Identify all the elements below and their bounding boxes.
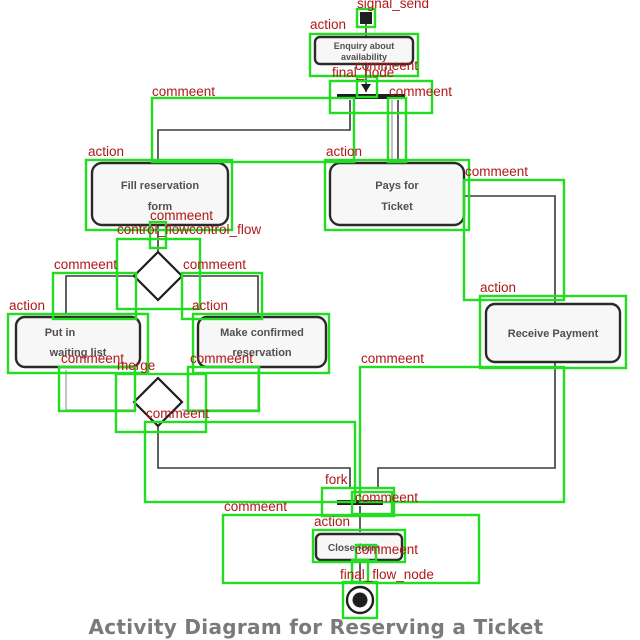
box-merge: [114, 372, 208, 434]
box-action-pays: [323, 158, 471, 232]
merge-diamond: [132, 376, 184, 428]
label-action-receive: action: [480, 280, 516, 295]
node-pays-line2: Ticket: [381, 201, 413, 213]
label-commeent-bar: commeent: [355, 58, 418, 73]
label-commeent-merge-fork: commeent: [146, 406, 209, 421]
node-pays: Pays for Ticket: [328, 161, 466, 227]
action-nodes: Enquiry about availability Fill reservat…: [14, 35, 622, 562]
box-commeent-right-flow: [386, 96, 408, 164]
box-commeent-merge-fork: [143, 420, 357, 504]
label-commeent-confirmed-merge: commeent: [190, 351, 253, 366]
label-final-flow-node: final_flow_node: [340, 567, 434, 582]
edge-merge-to-fork: [157, 418, 351, 488]
label-commeent-receive-fork: commeent: [361, 351, 424, 366]
diagram-caption: Activity Diagram for Reserving a Ticket: [88, 615, 543, 639]
box-action-confirmed: [191, 312, 331, 375]
node-put-waiting-line1: Put in: [45, 327, 76, 339]
label-signal-send: signal_send: [357, 0, 429, 11]
box-commeent-left-flow: [150, 96, 356, 164]
box-signal-send: [355, 7, 377, 29]
node-make-confirmed-line2: reservation: [232, 347, 292, 359]
node-put-waiting-line2: waiting list: [49, 347, 107, 359]
node-put-waiting: Put in waiting list: [14, 315, 142, 369]
edge-waiting-to-merge: [65, 370, 134, 411]
box-commeent-receive-fork: [358, 365, 566, 504]
node-fill-form: Fill reservation form: [90, 161, 230, 227]
label-commeent-close: commeent: [355, 542, 418, 557]
final-node-inner-icon: [352, 592, 368, 608]
node-enquiry: Enquiry about availability: [313, 35, 415, 66]
label-merge: merge: [117, 358, 155, 373]
node-make-confirmed-line1: Make confirmed: [220, 327, 304, 339]
label-commeent-waiting-merge: commeent: [61, 351, 124, 366]
label-action-close: action: [314, 514, 350, 529]
node-fill-form-line1: Fill reservation: [121, 180, 200, 192]
label-commeent-fork: commeent: [355, 490, 418, 505]
box-commeent-pays-receive: [462, 178, 566, 302]
box-action-waiting: [6, 312, 150, 375]
label-action-confirmed: action: [192, 298, 228, 313]
label-commeent-fill-decision: commeent: [150, 208, 213, 223]
node-make-confirmed: Make confirmed reservation: [196, 315, 328, 369]
label-action-waiting: action: [9, 298, 45, 313]
label-action-fill: action: [88, 144, 124, 159]
label-action-enquiry: action: [310, 17, 346, 32]
edge-decision-to-confirmed: [182, 275, 259, 314]
node-receive-payment: Receive Payment: [484, 302, 622, 364]
node-fill-form-line2: form: [148, 201, 173, 213]
edge-pays-to-receive: [462, 195, 556, 304]
label-commeent-pays-receive: commeent: [465, 164, 528, 179]
label-commeent-close-region: commeent: [224, 499, 287, 514]
box-commeent-waiting-merge: [57, 365, 137, 413]
label-fork: fork: [325, 472, 348, 487]
fork-bar-top-arrow-icon: [361, 84, 371, 92]
decision-diamond: [132, 250, 184, 302]
edge-confirmed-to-merge: [182, 370, 259, 411]
box-commeent-left-branch: [51, 271, 138, 321]
edge-receive-to-fork: [377, 362, 556, 488]
node-receive-payment-line1: Receive Payment: [508, 328, 599, 340]
control-nodes: [132, 12, 405, 615]
edge-decision-to-waiting: [65, 275, 134, 314]
box-commeent-fill-decision: [148, 220, 168, 250]
label-commeent-left-flow: commeent: [152, 84, 215, 99]
label-final-node: final_node: [332, 65, 394, 80]
box-final-flow-node: [341, 580, 379, 620]
node-close-form-line1: Close form: [328, 543, 380, 554]
node-enquiry-line1: Enquiry about: [334, 41, 395, 51]
label-commeent-right-branch: commeent: [183, 257, 246, 272]
node-enquiry-line2: availability: [341, 52, 387, 62]
label-action-pays: action: [326, 144, 362, 159]
box-action-fill-form: [84, 158, 234, 232]
node-pays-line1: Pays for: [375, 180, 419, 192]
edge-bar-to-fill: [157, 100, 351, 162]
box-commeent-confirmed-merge: [186, 365, 261, 413]
annotation-labels: signal_send action final_node commeent c…: [9, 0, 528, 582]
label-commeent-right-flow: commeent: [389, 84, 452, 99]
flow-edges: [65, 24, 556, 584]
start-node-icon: [360, 12, 372, 24]
box-final-node-top: [355, 75, 379, 99]
label-commeent-left-branch: commeent: [54, 257, 117, 272]
annotation-boxes: [6, 7, 628, 620]
box-commeent-right-branch: [180, 271, 264, 321]
label-control-flow: control_flowcontrol_flow: [117, 222, 261, 237]
